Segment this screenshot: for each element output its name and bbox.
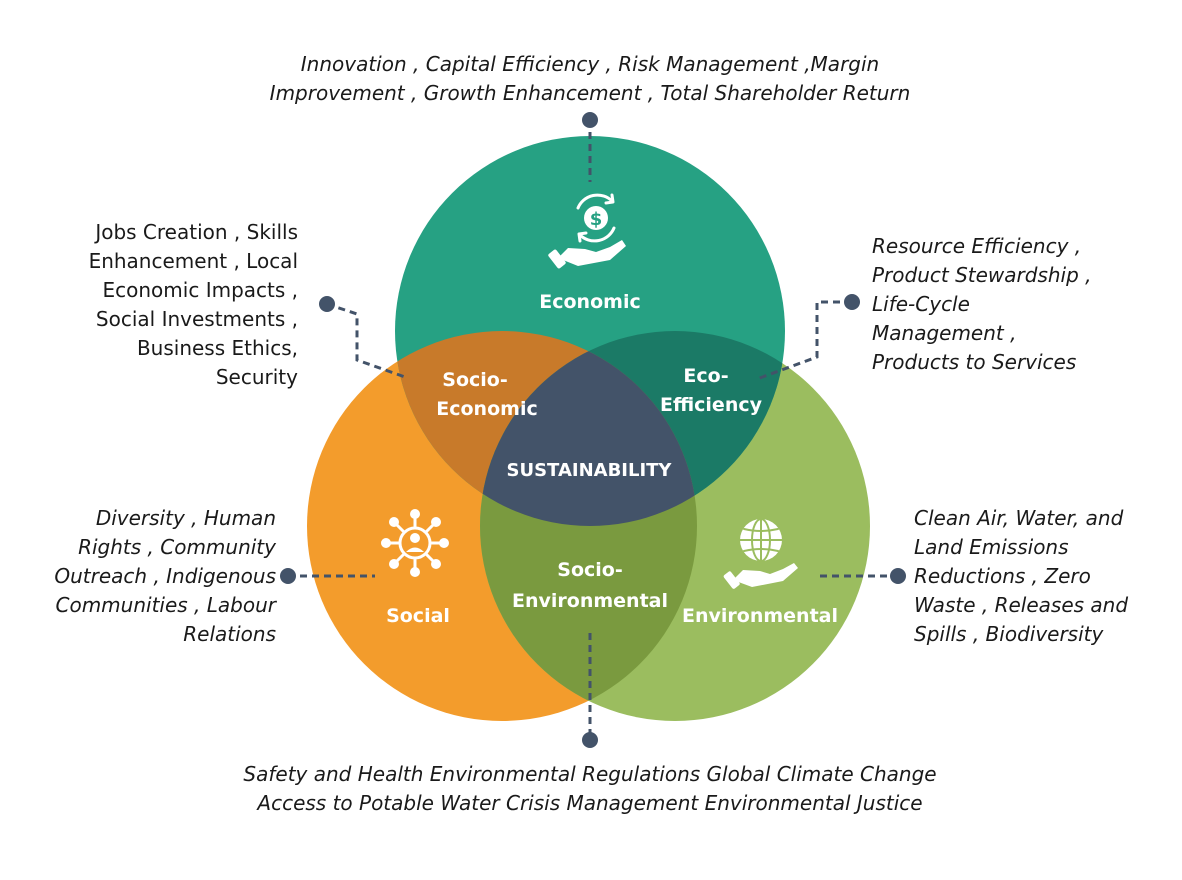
connector-dot-social bbox=[280, 568, 296, 584]
annotation-line: Product Stewardship , bbox=[872, 263, 1092, 287]
annotation-line: Spills , Biodiversity bbox=[914, 622, 1104, 646]
annotation-line: Products to Services bbox=[872, 350, 1077, 374]
economic-label: Economic bbox=[539, 291, 640, 313]
connector-dot-economic bbox=[582, 112, 598, 128]
annotation-line: Clean Air, Water, and bbox=[914, 506, 1124, 530]
connector-socio-economic bbox=[326, 302, 406, 379]
annotation-line: Security bbox=[215, 365, 298, 389]
annotation-line: Jobs Creation , Skills bbox=[95, 220, 298, 244]
socio-environmental-label-line2: Environmental bbox=[512, 590, 668, 612]
eco-efficiency-annotation: Resource Efficiency , Product Stewardshi… bbox=[872, 232, 1162, 377]
socio-economic-annotation: Jobs Creation , Skills Enhancement , Loc… bbox=[40, 218, 298, 392]
annotation-line: Safety and Health Environmental Regulati… bbox=[243, 762, 937, 786]
sustainability-overlap bbox=[480, 331, 697, 526]
socio-environmental-label-line1: Socio- bbox=[557, 559, 622, 581]
socio-environmental-annotation: Safety and Health Environmental Regulati… bbox=[140, 760, 1040, 818]
connector-dot-socio-economic bbox=[319, 296, 335, 312]
connector-dot-eco-efficiency bbox=[844, 294, 860, 310]
socio-economic-label-line1: Socio- bbox=[442, 369, 507, 391]
globe-hand-icon bbox=[723, 518, 798, 589]
eco-efficiency-label-line1: Eco- bbox=[683, 365, 728, 387]
annotation-line: Economic Impacts , bbox=[102, 278, 298, 302]
money-cycle-hand-icon: $ bbox=[548, 193, 626, 269]
annotation-line: Life-Cycle bbox=[872, 292, 970, 316]
annotation-line: Diversity , Human bbox=[95, 506, 276, 530]
annotation-line: Management , bbox=[872, 321, 1017, 345]
annotation-line: Improvement , Growth Enhancement , Total… bbox=[269, 81, 911, 105]
annotation-line: Access to Potable Water Crisis Managemen… bbox=[257, 791, 923, 815]
annotation-line: Business Ethics, bbox=[136, 336, 298, 360]
annotation-line: Enhancement , Local bbox=[88, 249, 298, 273]
annotation-line: Outreach , Indigenous bbox=[54, 564, 276, 588]
socio-economic-label-line2: Economic bbox=[436, 398, 537, 420]
annotation-line: Rights , Community bbox=[78, 535, 276, 559]
annotation-line: Reductions , Zero bbox=[914, 564, 1091, 588]
annotation-line: Waste , Releases and bbox=[914, 593, 1129, 617]
economic-annotation: Innovation , Capital Efficiency , Risk M… bbox=[160, 50, 1020, 108]
environmental-annotation: Clean Air, Water, and Land Emissions Red… bbox=[914, 504, 1176, 649]
eco-efficiency-label-line2: Efficiency bbox=[660, 394, 763, 416]
annotation-line: Social Investments , bbox=[95, 307, 298, 331]
annotation-line: Communities , Labour bbox=[55, 593, 277, 617]
annotation-line: Relations bbox=[183, 622, 276, 646]
annotation-line: Resource Efficiency , bbox=[872, 234, 1082, 258]
social-annotation: Diversity , Human Rights , Community Out… bbox=[10, 504, 276, 649]
people-network-icon bbox=[381, 509, 449, 577]
connector-dot-socio-environmental bbox=[582, 732, 598, 748]
annotation-line: Land Emissions bbox=[914, 535, 1069, 559]
svg-text:$: $ bbox=[590, 209, 603, 230]
social-label: Social bbox=[386, 605, 450, 627]
connector-dot-environmental bbox=[890, 568, 906, 584]
environmental-label: Environmental bbox=[682, 605, 838, 627]
sustainability-label: SUSTAINABILITY bbox=[507, 460, 673, 481]
connector-eco-efficiency bbox=[756, 300, 852, 381]
annotation-line: Innovation , Capital Efficiency , Risk M… bbox=[300, 52, 880, 76]
